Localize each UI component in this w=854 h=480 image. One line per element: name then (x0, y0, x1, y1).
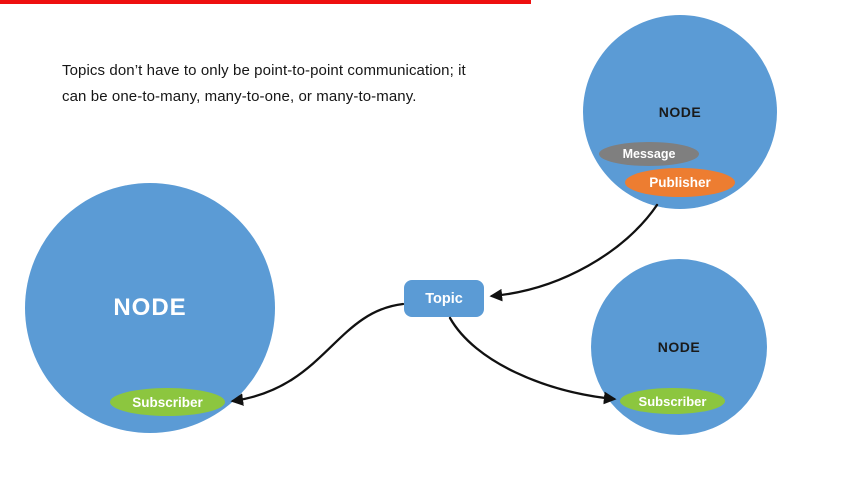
publisher-badge: Publisher (625, 168, 735, 197)
caption-line-2: can be one-to-many, many-to-one, or many… (62, 88, 417, 105)
node-top-right-label: NODE (658, 104, 702, 120)
video-progress-bar[interactable] (0, 0, 531, 4)
node-left-label: NODE (113, 294, 187, 321)
subscriber-badge-left: Subscriber (110, 388, 225, 416)
caption-text: Topics don’t have to only be point-to-po… (62, 58, 466, 110)
subscriber-badge-right: Subscriber (620, 388, 725, 414)
message-badge: Message (599, 142, 699, 166)
arrow-topic-to-right-subscriber (448, 316, 617, 405)
caption-line-1: Topics don’t have to only be point-to-po… (62, 62, 466, 79)
topic-box: Topic (404, 280, 484, 317)
node-bottom-right-label: NODE (657, 339, 701, 355)
